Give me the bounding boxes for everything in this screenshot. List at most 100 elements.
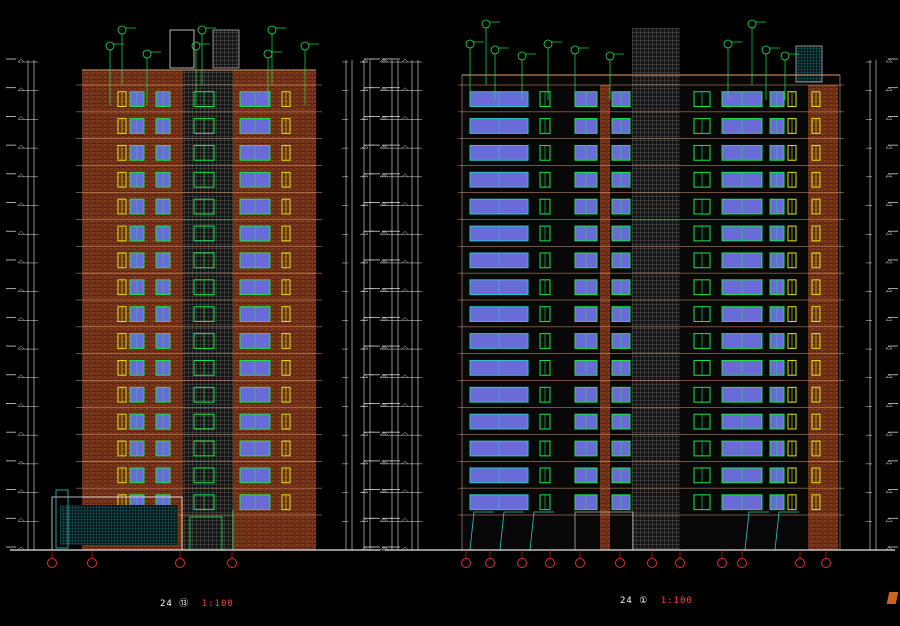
- axis-marker-icon: [675, 558, 685, 568]
- level-marker-icon: [17, 116, 25, 120]
- level-marker-icon: [381, 87, 389, 91]
- level-marker-icon: [361, 259, 369, 264]
- level-marker-icon: [361, 345, 369, 350]
- level-marker-icon: [381, 116, 389, 120]
- level-marker-icon: [885, 288, 893, 292]
- brick-wing-left: [82, 85, 122, 510]
- level-marker-icon: [401, 58, 409, 63]
- level-marker-icon: [885, 517, 893, 522]
- level-marker-icon: [401, 202, 409, 206]
- level-marker-icon: [401, 403, 409, 407]
- callout-icon: [747, 19, 757, 29]
- level-marker-icon: [885, 87, 893, 91]
- level-marker-icon: [381, 489, 389, 493]
- level-marker-icon: [381, 259, 389, 264]
- level-marker-icon: [401, 374, 409, 379]
- level-marker-icon: [381, 403, 389, 407]
- callout-icon: [543, 39, 553, 49]
- level-marker-icon: [401, 460, 409, 465]
- level-marker-icon: [361, 288, 369, 292]
- level-marker-icon: [381, 431, 389, 436]
- level-marker-icon: [401, 345, 409, 350]
- level-marker-icon: [401, 116, 409, 120]
- axis-marker-icon: [47, 558, 57, 568]
- brick-wing-right: [274, 85, 316, 550]
- level-marker-icon: [381, 374, 389, 379]
- level-marker-icon: [401, 316, 409, 321]
- level-marker-icon: [17, 202, 25, 206]
- level-marker-icon: [17, 431, 25, 436]
- tiled-core: [632, 28, 680, 550]
- ground-opening: [469, 511, 494, 551]
- callout-icon: [761, 45, 771, 55]
- level-marker-icon: [401, 87, 409, 91]
- right-elevation-caption: 24 ① 1:100: [620, 596, 693, 606]
- level-marker-icon: [401, 288, 409, 292]
- level-marker-icon: [885, 230, 893, 235]
- brick-strip-mid: [600, 85, 610, 550]
- ground-opening: [499, 511, 524, 551]
- level-marker-icon: [401, 431, 409, 436]
- axis-marker-icon: [821, 558, 831, 568]
- level-marker-icon: [381, 173, 389, 178]
- level-marker-icon: [885, 316, 893, 321]
- level-marker-icon: [17, 87, 25, 91]
- left-elevation-caption: 24 ⑬ 1:100: [160, 596, 234, 609]
- level-marker-icon: [361, 202, 369, 206]
- level-marker-icon: [885, 116, 893, 120]
- level-marker-icon: [885, 374, 893, 379]
- axis-marker-icon: [795, 558, 805, 568]
- callout-icon: [105, 41, 115, 51]
- right-caption-label: 24 ①: [620, 596, 649, 606]
- level-marker-icon: [381, 230, 389, 235]
- level-marker-icon: [361, 460, 369, 465]
- level-marker-icon: [361, 230, 369, 235]
- level-marker-icon: [361, 144, 369, 149]
- level-marker-icon: [381, 345, 389, 350]
- callout-icon: [481, 19, 491, 29]
- level-marker-icon: [885, 403, 893, 407]
- level-marker-icon: [381, 202, 389, 206]
- callout-icon: [517, 51, 527, 61]
- ground-opening: [529, 511, 554, 551]
- ground-opening: [744, 511, 769, 551]
- level-marker-icon: [17, 144, 25, 149]
- level-marker-icon: [885, 345, 893, 350]
- callout-icon: [723, 39, 733, 49]
- level-marker-icon: [401, 144, 409, 149]
- level-marker-icon: [17, 460, 25, 465]
- right-elevation: [370, 19, 898, 568]
- axis-marker-icon: [717, 558, 727, 568]
- level-marker-icon: [361, 431, 369, 436]
- level-marker-icon: [17, 288, 25, 292]
- left-caption-scale: 1:100: [201, 599, 234, 609]
- level-marker-icon: [361, 374, 369, 379]
- level-marker-icon: [361, 173, 369, 178]
- level-marker-icon: [361, 87, 369, 91]
- level-marker-icon: [885, 460, 893, 465]
- level-marker-icon: [885, 58, 893, 63]
- level-marker-icon: [401, 230, 409, 235]
- axis-marker-icon: [737, 558, 747, 568]
- callout-icon: [490, 45, 500, 55]
- axis-marker-icon: [175, 558, 185, 568]
- level-marker-icon: [17, 345, 25, 350]
- left-caption-label: 24 ⑬: [160, 599, 190, 609]
- left-elevation: [6, 25, 392, 568]
- annex-screen: [60, 505, 178, 545]
- callout-icon: [300, 41, 310, 51]
- level-marker-icon: [361, 116, 369, 120]
- level-marker-icon: [381, 316, 389, 321]
- axis-marker-icon: [87, 558, 97, 568]
- axis-marker-icon: [647, 558, 657, 568]
- axis-marker-icon: [517, 558, 527, 568]
- level-marker-icon: [401, 173, 409, 178]
- callout-icon: [570, 45, 580, 55]
- right-caption-scale: 1:100: [660, 596, 693, 606]
- roof-box: [169, 29, 195, 69]
- level-marker-icon: [361, 517, 369, 522]
- callout-icon: [780, 51, 790, 61]
- level-marker-icon: [361, 489, 369, 493]
- level-marker-icon: [17, 173, 25, 178]
